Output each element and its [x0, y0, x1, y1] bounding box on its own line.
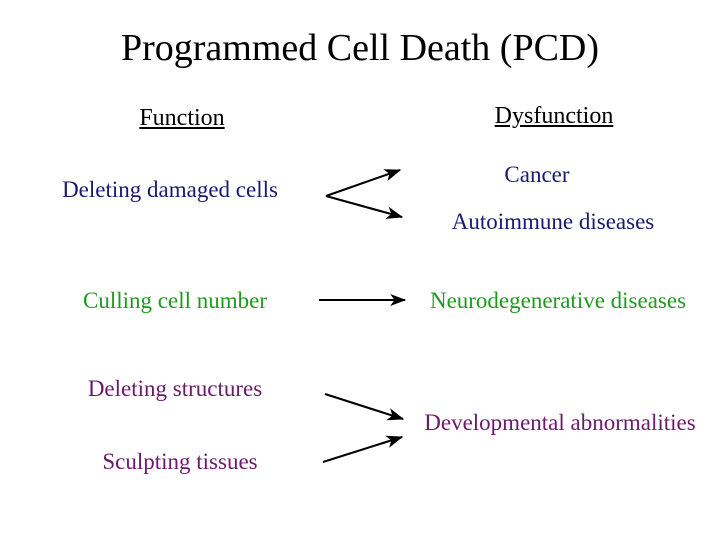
- function-item-deleting-structures: Deleting structures: [87, 376, 263, 401]
- arrow-damaged-cells-to-cancer: [325, 169, 402, 197]
- arrow-structures-to-developmental: [324, 393, 405, 421]
- dysfunction-item-developmental-abnormalities: Developmental abnormalities: [424, 410, 696, 435]
- column-heading-function: Function: [139, 105, 225, 131]
- dysfunction-item-cancer: Cancer: [504, 162, 570, 187]
- function-item-sculpting-tissues: Sculpting tissues: [102, 449, 258, 474]
- dysfunction-item-neurodegenerative-diseases: Neurodegenerative diseases: [429, 288, 687, 313]
- column-heading-dysfunction: Dysfunction: [494, 103, 614, 129]
- function-item-culling-cell-number: Culling cell number: [83, 288, 267, 313]
- arrow-damaged-cells-to-autoimmune: [325, 194, 404, 219]
- page-title: Programmed Cell Death (PCD): [120, 27, 600, 69]
- arrow-sculpting-to-developmental: [322, 435, 404, 464]
- function-item-deleting-damaged-cells: Deleting damaged cells: [62, 177, 278, 202]
- dysfunction-item-autoimmune-diseases: Autoimmune diseases: [451, 209, 655, 234]
